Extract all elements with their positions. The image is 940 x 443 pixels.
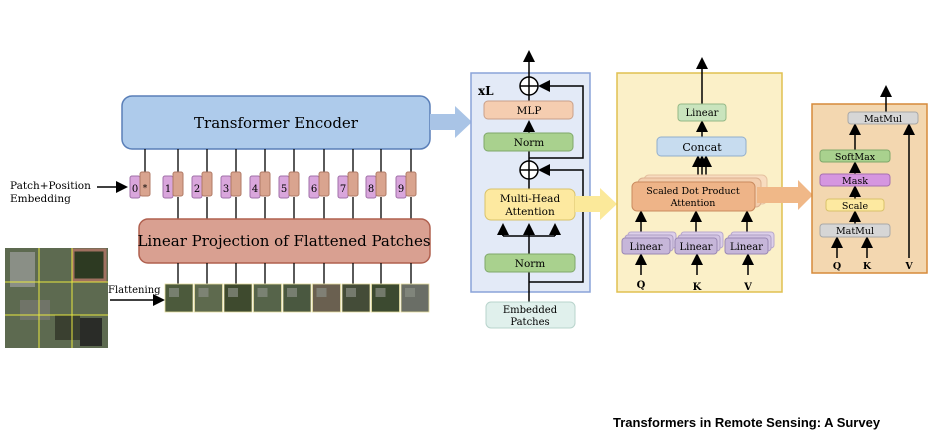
mha-label-line2: Attention [504, 206, 555, 218]
linear-box [724, 237, 769, 255]
patch-token [288, 171, 300, 197]
matmul-bottom-box [819, 223, 891, 238]
linear-projection-title: Linear Projection of Flattened Patches [137, 232, 430, 250]
token-index: 2 [194, 184, 200, 195]
encoder-expand-arrow [430, 106, 472, 138]
mlp-label: MLP [517, 105, 542, 117]
flattening-label: Flattening [108, 285, 161, 296]
sdpa-label-line1: Scaled Dot Product [646, 186, 740, 197]
mask-label: Mask [842, 176, 868, 187]
scale-box [825, 198, 885, 212]
key-label: K [693, 282, 702, 293]
add-circle-top [519, 76, 539, 96]
concat-label: Concat [682, 141, 722, 154]
linear-projection-box [138, 218, 431, 264]
patch-row [164, 263, 430, 313]
sdpa-label-line2: Attention [670, 198, 716, 209]
linear-out-label: Linear [686, 108, 719, 119]
mlp-box [483, 100, 574, 120]
token-index: 6 [311, 184, 317, 195]
scale-label: Scale [842, 201, 869, 212]
norm-box-top [483, 132, 574, 152]
linear-projections: Linear Linear Linear [621, 231, 775, 255]
sdpa-key-label: K [863, 261, 872, 272]
sdpa-expand-arrow [757, 180, 813, 210]
norm-box-bottom [484, 253, 576, 273]
linear-box [621, 237, 671, 255]
patch-token [375, 171, 387, 197]
embedded-patches-line2: Patches [510, 317, 549, 328]
mask-box [819, 173, 891, 187]
concat-box [656, 136, 747, 157]
patch-token [259, 171, 271, 197]
softmax-label: SoftMax [835, 152, 876, 163]
matmul-top-label: MatMul [864, 114, 902, 125]
value-label: V [743, 282, 752, 293]
add-circle-mid [519, 160, 539, 180]
linear-box [674, 237, 718, 255]
scaled-dot-product-attention-box [631, 181, 756, 212]
token-index: 5 [281, 184, 287, 195]
token-index: 8 [368, 184, 374, 195]
caption: Transformers in Remote Sensing: A Survey [613, 415, 881, 430]
embedding-label-line2: Embedding [10, 193, 71, 205]
patch-token [405, 171, 417, 197]
patch-token [230, 171, 242, 197]
class-token-marker: * [143, 184, 148, 194]
linear-label: Linear [630, 242, 663, 253]
norm-label-bottom: Norm [515, 258, 546, 270]
patch-token [172, 171, 184, 197]
embedded-patches-box [485, 301, 576, 329]
image-patch [282, 283, 312, 313]
linear-label: Linear [730, 242, 763, 253]
embedded-patches-line1: Embedded [503, 305, 558, 316]
repeat-label: xL [478, 84, 494, 98]
token-index: 9 [398, 184, 404, 195]
norm-label-top: Norm [514, 137, 545, 149]
token-index: 1 [165, 184, 171, 195]
token-index: 0 [132, 184, 138, 195]
mha-label-line1: Multi-Head [500, 193, 561, 205]
token-row: 0 * 1 2 3 4 5 6 7 8 9 [129, 149, 417, 219]
satellite-image [5, 248, 108, 348]
sdpa-query-label: Q [833, 261, 841, 272]
transformer-encoder-title: Transformer Encoder [194, 114, 359, 132]
matmul-bottom-label: MatMul [836, 226, 874, 237]
query-label: Q [637, 280, 646, 291]
patch-token [318, 171, 330, 197]
patch-token [347, 171, 359, 197]
linear-out-box [677, 103, 727, 122]
patch-token [139, 171, 151, 197]
linear-label: Linear [680, 242, 713, 253]
softmax-box [819, 149, 891, 163]
sdpa-value-label: V [904, 261, 913, 272]
token-index: 7 [340, 184, 346, 195]
mha-expand-arrow [575, 188, 617, 220]
token-index: 3 [223, 184, 229, 195]
embedding-label-line1: Patch+Position [10, 180, 91, 192]
patch-token [201, 171, 213, 197]
token-index: 4 [252, 184, 258, 195]
matmul-top-box [847, 111, 919, 125]
